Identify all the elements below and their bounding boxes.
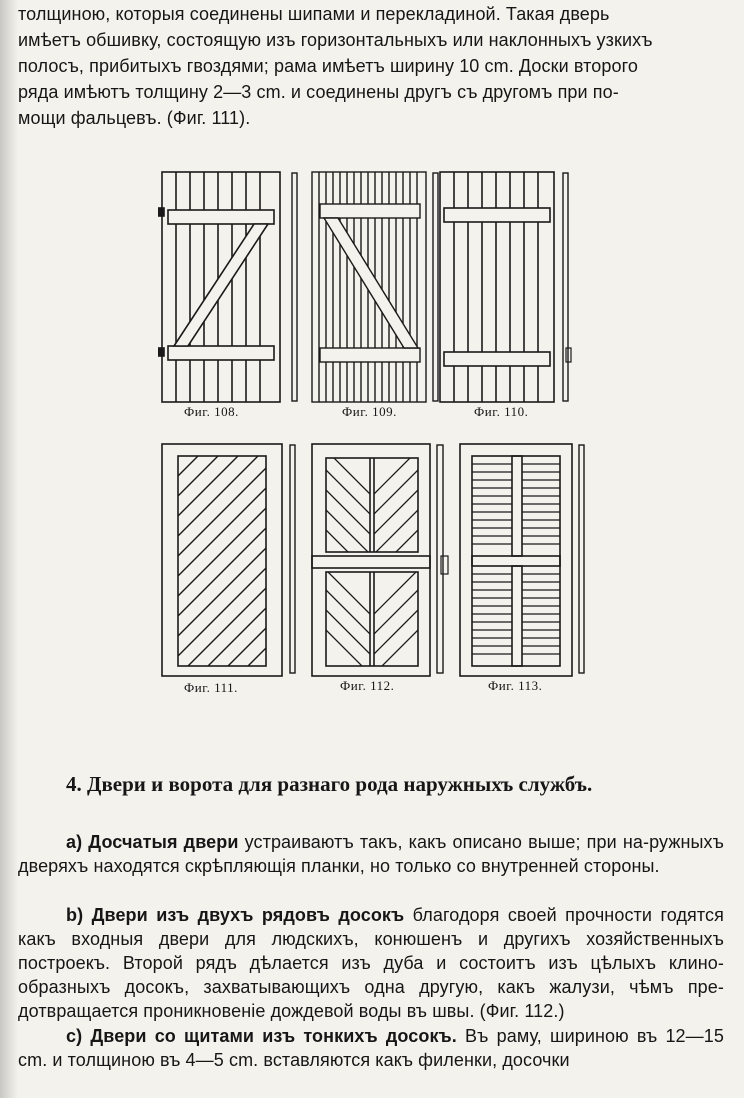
intro-line-3: полосъ, прибитыхъ гвоздями; рама имѣетъ … [18, 56, 638, 76]
figure-112-side-section [436, 444, 450, 676]
intro-line-4: ряда имѣютъ толщину 2—3 cm. и соединены … [18, 82, 619, 102]
paragraph-b-text: благодоря своей прочности годятся какъ в… [18, 905, 724, 1021]
figure-111-side-section [289, 444, 297, 676]
figure-108-plank-door [158, 168, 288, 408]
paragraph-a-lead: a) Досчатыя двери [66, 832, 239, 852]
intro-line-1: толщиною, которыя соединены шипами и пер… [18, 4, 610, 24]
paragraph-b: b) Двери изъ двухъ рядовъ досокъ благодо… [18, 903, 724, 1023]
section-heading: 4. Двери и ворота для разнаго рода наруж… [66, 772, 593, 796]
paragraph-c-lead: c) Двери со щитами изъ тонкихъ досокъ. [66, 1026, 457, 1046]
paragraph-a-text: устраиваютъ такъ, какъ описано выше; при… [18, 832, 724, 876]
figure-108-side-section [291, 172, 299, 404]
caption-fig-110: Фиг. 110. [474, 404, 529, 419]
caption-fig-111: Фиг. 111. [184, 680, 238, 695]
figure-110-plank-door [436, 168, 560, 408]
caption-fig-109: Фиг. 109. [342, 404, 397, 419]
paragraph-a: a) Досчатыя двери устраиваютъ такъ, какъ… [18, 830, 724, 878]
intro-line-2: имѣетъ обшивку, состоящую изъ горизонтал… [18, 30, 653, 50]
paragraph-c-text: Въ раму, шириною въ 12—15 cm. и толщиною… [18, 1026, 724, 1070]
paragraph-c: c) Двери со щитами изъ тонкихъ досокъ. В… [18, 1024, 724, 1072]
figure-112-framed-door [308, 440, 436, 680]
figure-109-side-section [432, 172, 440, 404]
figure-109-plank-door [308, 168, 432, 408]
caption-fig-112: Фиг. 112. [340, 678, 395, 693]
figure-113-louvered-door [456, 440, 576, 680]
scan-shadow [0, 0, 18, 1098]
paragraph-b-lead: b) Двери изъ двухъ рядовъ досокъ [66, 905, 405, 925]
caption-fig-113: Фиг. 113. [488, 678, 543, 693]
figure-113-side-section [578, 444, 586, 676]
figure-110-side-section [562, 172, 572, 404]
intro-line-5: мощи фальцевъ. (Фиг. 111). [18, 108, 251, 128]
figure-111-framed-door [158, 440, 288, 680]
caption-fig-108: Фиг. 108. [184, 404, 239, 419]
